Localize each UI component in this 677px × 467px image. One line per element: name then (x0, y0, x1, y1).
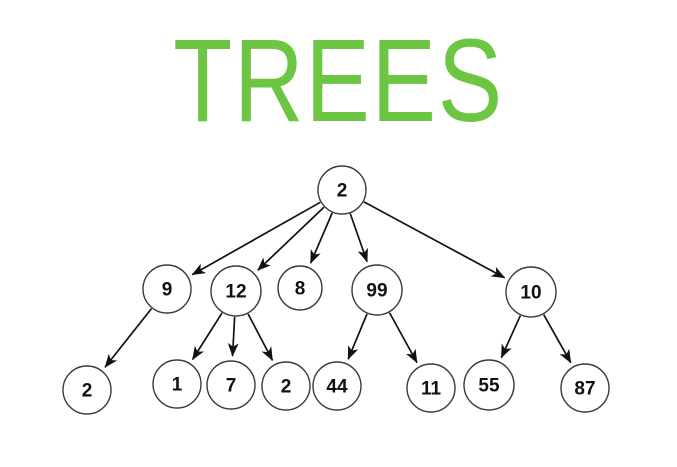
tree-node-circle (560, 363, 610, 413)
tree-node[interactable]: 87 (560, 363, 610, 413)
tree-node-circle (505, 266, 557, 318)
tree-edge (347, 313, 368, 360)
tree-node[interactable]: 11 (406, 363, 456, 413)
tree-node-label: 2 (337, 181, 348, 202)
tree-edge (388, 312, 418, 364)
tree-node-circle (312, 361, 362, 411)
tree-node-circle (62, 365, 112, 415)
tree-node-label: 12 (225, 282, 246, 303)
tree-edge (309, 212, 333, 264)
tree-edge (500, 315, 522, 359)
tree-node-circle (351, 264, 403, 316)
tree-edge (349, 213, 368, 263)
tree-edges (104, 201, 572, 368)
tree-node[interactable]: 55 (463, 359, 515, 411)
tree-node-circle (463, 359, 515, 411)
tree-edge (191, 201, 321, 276)
tree-node-label: 99 (366, 281, 387, 302)
tree-edge (191, 312, 223, 361)
tree-nodes: 2 9 12 8 99 10 2 1 7 2 44 11 55 87 (62, 165, 610, 415)
tree-node-label: 11 (421, 379, 442, 400)
tree-edge (543, 314, 572, 364)
tree-edge (247, 313, 274, 361)
tree-edge (363, 201, 506, 279)
tree-node[interactable]: 12 (210, 265, 262, 317)
tree-node[interactable]: 8 (277, 265, 323, 311)
tree-node-label: 7 (226, 376, 237, 397)
page-title: TREES (173, 15, 504, 147)
tree-node-circle (406, 363, 456, 413)
tree-node-label: 9 (162, 280, 173, 301)
tree-node-label: 8 (295, 279, 306, 300)
tree-node-label: 55 (478, 376, 500, 397)
tree-node[interactable]: 2 (62, 365, 112, 415)
tree-edge (227, 316, 239, 357)
tree-node-circle (142, 264, 192, 314)
tree-node-circle (317, 165, 367, 215)
tree-edge (257, 206, 325, 271)
tree-node-circle (210, 265, 262, 317)
tree-node[interactable]: 44 (312, 361, 362, 411)
tree-node[interactable]: 2 (261, 361, 311, 411)
tree-edge (104, 308, 153, 368)
tree-node-label: 87 (574, 379, 595, 400)
tree-node[interactable]: 9 (142, 264, 192, 314)
tree-node-label: 2 (281, 377, 292, 398)
tree-node[interactable]: 7 (206, 360, 256, 410)
tree-node-label: 44 (326, 377, 348, 398)
tree-node-circle (261, 361, 311, 411)
tree-node-circle (277, 265, 323, 311)
tree-node[interactable]: 1 (152, 359, 202, 409)
tree-node-label: 1 (172, 375, 183, 396)
tree-node-circle (206, 360, 256, 410)
tree-node-label: 2 (82, 381, 93, 402)
tree-node-circle (152, 359, 202, 409)
tree-node-label: 10 (520, 283, 541, 304)
tree-node[interactable]: 10 (505, 266, 557, 318)
tree-node[interactable]: 2 (317, 165, 367, 215)
tree-node[interactable]: 99 (351, 264, 403, 316)
